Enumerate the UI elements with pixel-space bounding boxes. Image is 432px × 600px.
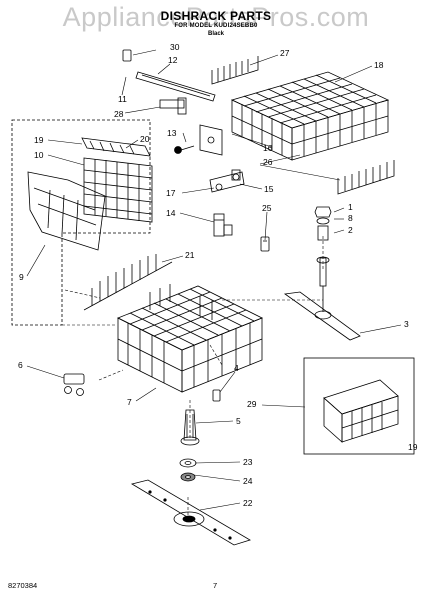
part-1-nut (314, 206, 332, 218)
part-7-lower-rack (117, 284, 263, 393)
part-3-upper-spray-arm (283, 286, 361, 341)
part-10-basket-grid (83, 157, 153, 223)
part-14-adjuster (213, 213, 233, 237)
callout-4: 4 (234, 363, 239, 373)
callout-24: 24 (243, 476, 253, 486)
part-5-spray-tower (180, 409, 200, 446)
diagram-subtitle: FOR MODEL KUDI24SEBB0 (174, 23, 258, 29)
part-13-screw (174, 145, 195, 154)
callout-9: 9 (19, 272, 24, 282)
callout-30: 30 (170, 42, 180, 52)
part-6-wheel-assembly (63, 373, 85, 396)
watermark: AppliancePartsPros.com (62, 2, 370, 32)
callout-11: 11 (118, 94, 127, 104)
part-23-bearing (179, 458, 197, 468)
callout-6: 6 (18, 360, 23, 370)
silverware-basket-panel-group (11, 119, 151, 326)
callout-17: 17 (166, 188, 176, 198)
part-28-rail-stop (159, 97, 187, 115)
part-19-basket-lid (81, 137, 151, 157)
part-16-bracket (199, 124, 223, 156)
callout-3: 3 (404, 319, 409, 329)
part-21-tine-row (83, 254, 173, 311)
leader-lines (26, 49, 402, 515)
callout-27: 27 (280, 48, 290, 58)
callout-22: 22 (243, 498, 253, 508)
callout-20: 20 (140, 134, 150, 144)
part-30-clip (122, 49, 132, 62)
callout-29: 29 (247, 399, 257, 409)
callout-15: 15 (264, 184, 274, 194)
callout-1: 1 (348, 202, 353, 212)
callout-16: 16 (263, 143, 273, 153)
callout-7: 7 (127, 397, 132, 407)
part-12-rail (135, 71, 216, 102)
part-27-tine-row (211, 56, 259, 85)
part-25-clip (260, 236, 270, 252)
footer-code: 8270384 (8, 581, 38, 590)
callout-19-upper: 19 (34, 135, 44, 145)
diagram-subnote: Black (207, 31, 224, 37)
callout-8: 8 (348, 213, 353, 223)
callout-21: 21 (185, 250, 195, 260)
callout-26: 26 (263, 157, 273, 167)
callout-10: 10 (34, 150, 44, 160)
callout-28: 28 (114, 109, 124, 119)
footer-page-number: 7 (213, 581, 218, 590)
part-29-basket-frame (303, 357, 415, 455)
part-4-cap (212, 389, 221, 402)
callout-19-lower: 19 (408, 442, 418, 452)
callout-25: 25 (262, 203, 272, 213)
callout-14: 14 (166, 208, 176, 218)
part-22-lower-spray-arm (130, 479, 251, 546)
callout-23: 23 (243, 457, 253, 467)
part-18-upper-rack (230, 71, 390, 161)
diagram-title: DISHRACK PARTS (160, 9, 272, 23)
callout-13: 13 (167, 128, 177, 138)
callout-2: 2 (348, 225, 353, 235)
callout-12: 12 (168, 55, 178, 65)
part-15-wheel-bracket (209, 169, 245, 193)
part-24-washer (180, 472, 196, 482)
part-9-basket-body (27, 171, 106, 251)
part-8-seal (316, 217, 330, 225)
callout-18: 18 (374, 60, 384, 70)
part-26-tine-row (337, 160, 395, 195)
callout-5: 5 (236, 416, 241, 426)
part-19-silverware-basket (323, 379, 399, 443)
